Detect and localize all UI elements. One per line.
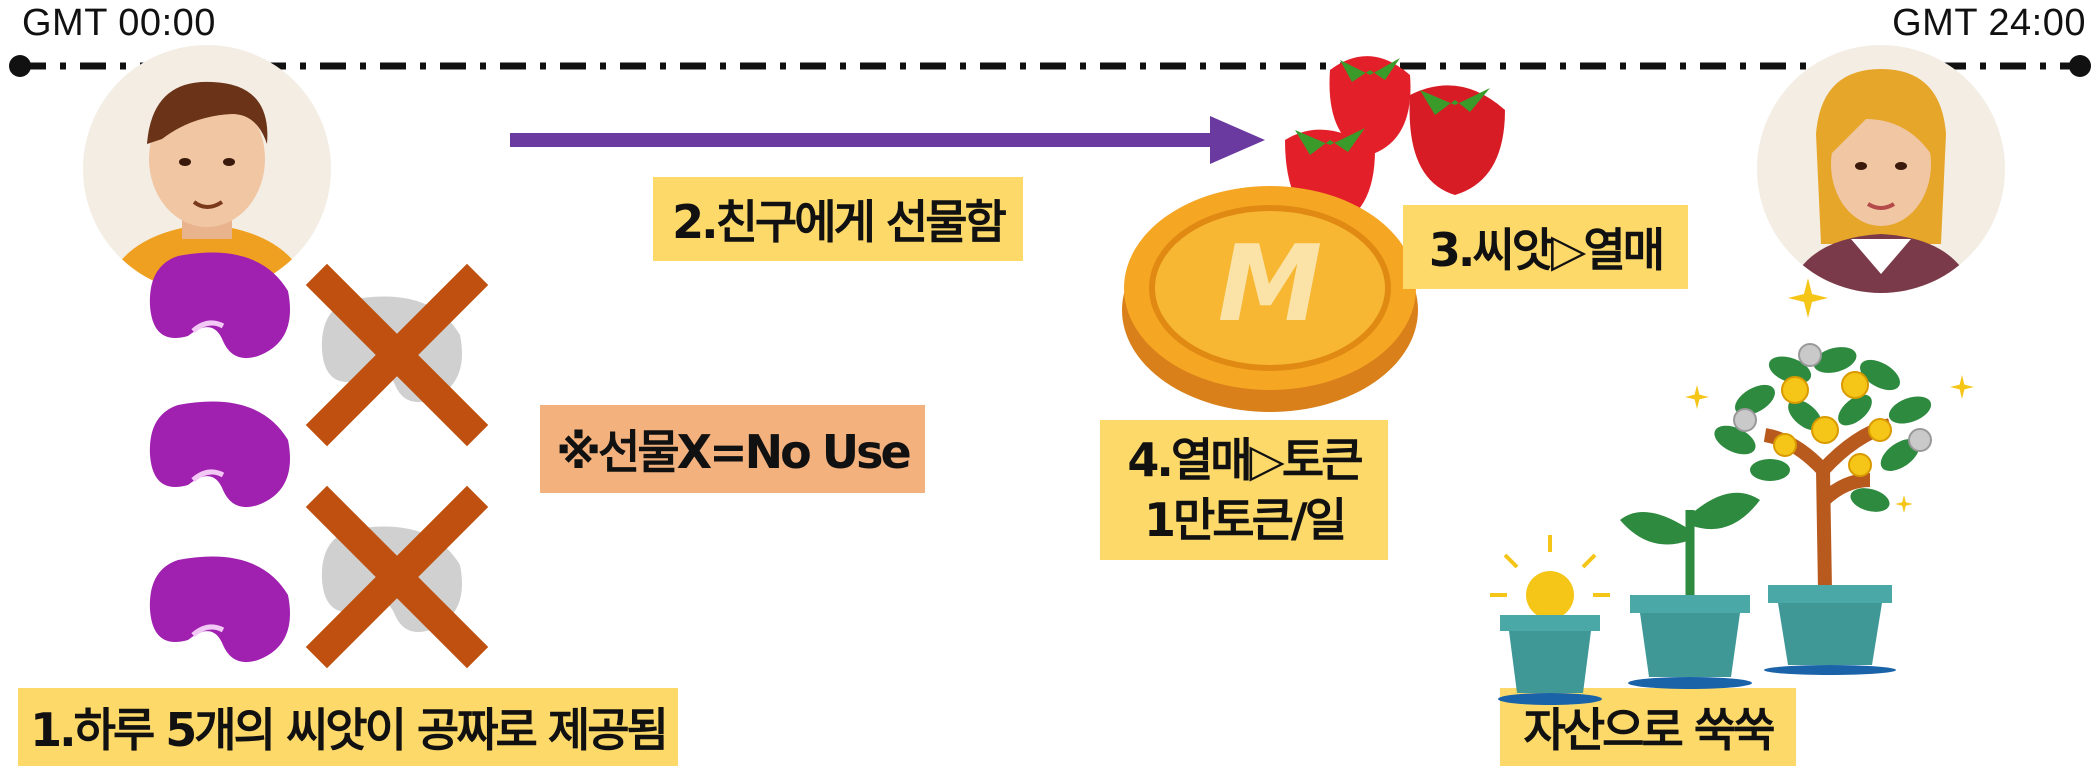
step2-label: 2.친구에게 선물함	[653, 177, 1023, 261]
sparkle-icon	[1685, 385, 1709, 409]
timeline-end-label: GMT 24:00	[1892, 2, 2086, 44]
cross-icon	[305, 485, 489, 669]
step4-line1: 4.열매▷토큰	[1127, 433, 1363, 487]
pot-icon	[1628, 595, 1752, 689]
seed-icon	[149, 252, 290, 359]
step1-label: 1.하루 5개의 씨앗이 공짜로 제공됨	[18, 688, 678, 766]
coin-letter: M	[1218, 223, 1323, 345]
pot-icon	[1764, 585, 1896, 675]
gift-arrow	[510, 116, 1265, 164]
sprout-icon	[1620, 492, 1760, 598]
cross-icon	[305, 263, 489, 447]
timeline-start-label: GMT 00:00	[22, 2, 216, 44]
coin-icon: M	[1122, 186, 1418, 412]
seed-icon	[149, 401, 290, 508]
sparkle-icon	[1788, 278, 1828, 318]
step4-line2: 1만토큰/일	[1143, 493, 1347, 547]
pot-icon	[1498, 615, 1602, 705]
sparkle-icon	[1950, 375, 1974, 399]
man-avatar-icon	[83, 45, 331, 293]
seed-icon	[149, 556, 290, 663]
step4-label: 4.열매▷토큰 1만토큰/일	[1100, 420, 1388, 560]
money-tree-icon	[1714, 343, 1932, 591]
step3-label: 3.씨앗▷열매	[1403, 205, 1688, 289]
woman-avatar-icon	[1757, 45, 2005, 293]
note-label: ※선물X=No Use	[540, 405, 925, 493]
sparkle-icon	[1895, 495, 1913, 513]
